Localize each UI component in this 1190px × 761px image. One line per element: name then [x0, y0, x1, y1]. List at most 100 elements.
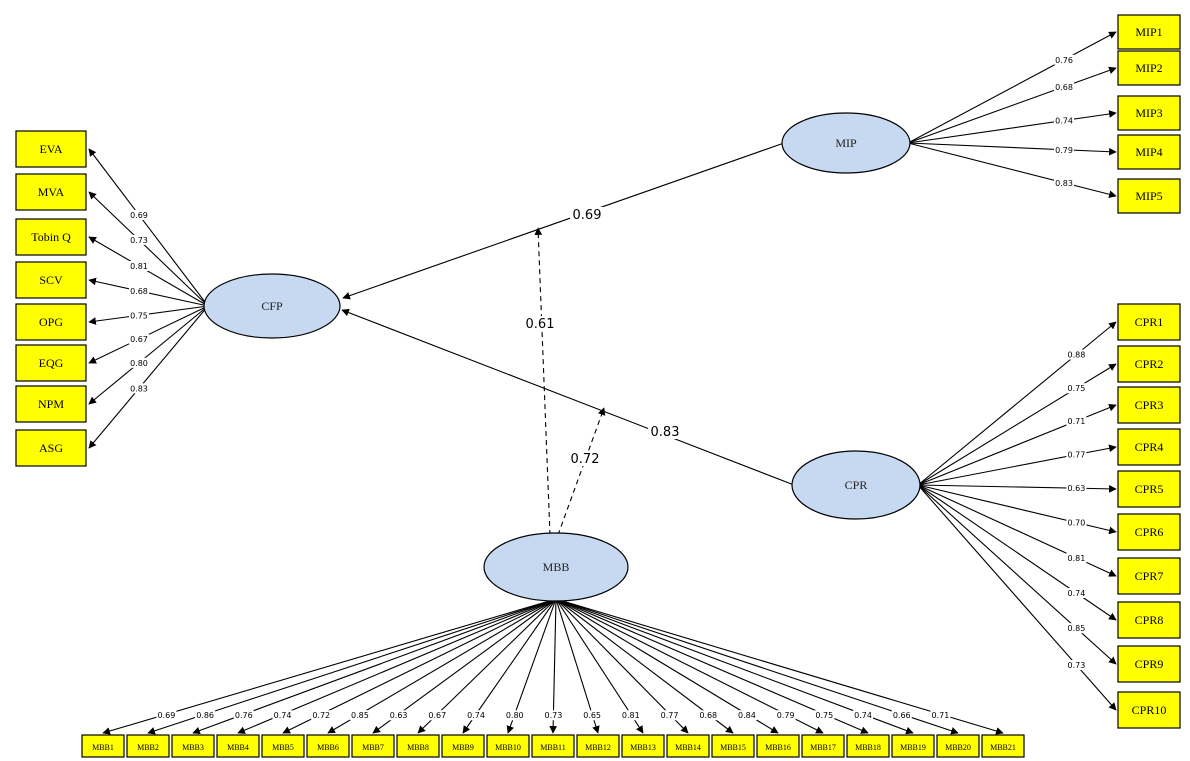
indicator-eqg[interactable]: EQG: [15, 344, 87, 382]
indicator-mbb4[interactable]: MBB4: [216, 734, 260, 758]
indicator-mbb17-label: MBB17: [810, 743, 836, 752]
mbb-loading-11-text: 0.73: [545, 711, 563, 720]
construct-mip[interactable]: MIP: [781, 112, 911, 174]
indicator-mbb17[interactable]: MBB17: [801, 734, 845, 758]
cfp-loading-8-text: 0.83: [130, 384, 148, 393]
indicator-scv[interactable]: SCV: [15, 261, 87, 299]
indicator-mbb16-label: MBB16: [765, 743, 791, 752]
cpr-loading-1: 0.88: [1066, 349, 1087, 360]
indicator-cpr1[interactable]: CPR1: [1117, 303, 1181, 341]
construct-mbb[interactable]: MBB: [483, 532, 629, 602]
indicator-mbb5[interactable]: MBB5: [261, 734, 305, 758]
mbb-loading-5-text: 0.72: [312, 711, 330, 720]
path-label-mbb-cpr-text: 0.72: [571, 452, 600, 467]
indicator-mbb14[interactable]: MBB14: [666, 734, 710, 758]
mip-loading-arrow-2: [907, 66, 1117, 144]
indicator-mbb13[interactable]: MBB13: [621, 734, 665, 758]
indicator-mbb5-label: MBB5: [272, 743, 294, 752]
indicator-mbb10[interactable]: MBB10: [486, 734, 530, 758]
indicator-mbb12[interactable]: MBB12: [576, 734, 620, 758]
indicator-tobin-q[interactable]: Tobin Q: [15, 218, 87, 256]
indicator-mip3[interactable]: MIP3: [1117, 95, 1181, 131]
indicator-cpr2[interactable]: CPR2: [1117, 345, 1181, 383]
mip-loading-4: 0.79: [1054, 144, 1074, 155]
indicator-mbb1[interactable]: MBB1: [81, 734, 125, 758]
mip-loading-1-text: 0.76: [1055, 56, 1073, 65]
construct-cfp[interactable]: CFP: [203, 273, 341, 339]
cpr-loading-arrow-9: [917, 484, 1117, 665]
path-mbb-moderation-cpr: [557, 407, 606, 536]
indicator-cpr7-label: CPR7: [1135, 569, 1164, 583]
indicator-cpr4[interactable]: CPR4: [1117, 428, 1181, 466]
indicator-mip1[interactable]: MIP1: [1117, 14, 1181, 50]
indicator-eva[interactable]: EVA: [15, 130, 87, 168]
indicator-mbb16[interactable]: MBB16: [756, 734, 800, 758]
indicator-tobin-q-label: Tobin Q: [31, 230, 71, 244]
indicator-cpr10[interactable]: CPR10: [1117, 691, 1181, 729]
indicator-scv-label: SCV: [39, 273, 63, 287]
indicator-eqg-label: EQG: [39, 356, 64, 370]
indicator-mip2[interactable]: MIP2: [1117, 50, 1181, 86]
path-label-mbb-cpr: 0.72: [568, 451, 602, 467]
mbb-loading-12: 0.65: [582, 710, 603, 721]
indicator-mbb14-label: MBB14: [675, 743, 701, 752]
indicator-cpr6[interactable]: CPR6: [1117, 513, 1181, 551]
indicator-mbb21-label: MBB21: [990, 743, 1016, 752]
indicator-mbb11-label: MBB11: [540, 743, 566, 752]
cpr-loading-10-text: 0.73: [1067, 661, 1085, 670]
cpr-loading-2-text: 0.75: [1067, 384, 1085, 393]
indicator-cpr4-label: CPR4: [1135, 440, 1164, 454]
mbb-loading-arrow-21: [555, 598, 1004, 735]
indicator-cpr8[interactable]: CPR8: [1117, 601, 1181, 639]
indicator-mbb9[interactable]: MBB9: [441, 734, 485, 758]
indicator-mip4[interactable]: MIP4: [1117, 134, 1181, 170]
mbb-loading-21: 0.71: [930, 710, 951, 721]
indicator-mbb2-label: MBB2: [137, 743, 159, 752]
cpr-loading-3-text: 0.71: [1067, 417, 1085, 426]
indicator-cpr3[interactable]: CPR3: [1117, 386, 1181, 424]
indicator-mbb20[interactable]: MBB20: [936, 734, 980, 758]
indicator-mva[interactable]: MVA: [15, 173, 87, 211]
mbb-loading-3: 0.76: [233, 710, 254, 721]
indicator-mbb6-label: MBB6: [317, 743, 339, 752]
indicator-mip5[interactable]: MIP5: [1117, 178, 1181, 214]
mip-loading-arrow-5: [907, 142, 1117, 199]
indicator-mbb11[interactable]: MBB11: [531, 734, 575, 758]
indicator-cpr9[interactable]: CPR9: [1117, 645, 1181, 683]
indicator-mbb8[interactable]: MBB8: [396, 734, 440, 758]
mbb-loading-5: 0.72: [311, 710, 332, 721]
indicator-asg[interactable]: ASG: [15, 429, 87, 467]
mbb-loading-arrow-2: [147, 598, 557, 735]
indicator-cpr7[interactable]: CPR7: [1117, 557, 1181, 595]
cfp-loading-6: 0.67: [128, 334, 149, 345]
indicator-mbb21[interactable]: MBB21: [981, 734, 1025, 758]
mbb-loading-19-text: 0.74: [854, 711, 872, 720]
indicator-mbb15[interactable]: MBB15: [711, 734, 755, 758]
mbb-loading-7-text: 0.63: [390, 711, 408, 720]
mbb-loading-15: 0.68: [698, 710, 719, 721]
indicator-mbb18[interactable]: MBB18: [846, 734, 890, 758]
indicator-mbb6[interactable]: MBB6: [306, 734, 350, 758]
mbb-loading-9: 0.74: [466, 710, 487, 721]
mip-loading-3: 0.74: [1054, 115, 1074, 126]
path-mip-to-cfp: [342, 142, 785, 300]
mbb-loading-8: 0.67: [427, 710, 448, 721]
indicator-mbb3-label: MBB3: [182, 743, 204, 752]
cpr-loading-7: 0.81: [1066, 552, 1087, 563]
mbb-loading-19: 0.74: [853, 710, 874, 721]
indicator-opg[interactable]: OPG: [15, 303, 87, 341]
indicator-mbb2[interactable]: MBB2: [126, 734, 170, 758]
indicator-mbb19[interactable]: MBB19: [891, 734, 935, 758]
indicator-mbb7[interactable]: MBB7: [351, 734, 395, 758]
indicator-npm[interactable]: NPM: [15, 385, 87, 423]
cfp-loading-5: 0.75: [128, 310, 149, 321]
indicator-cpr8-label: CPR8: [1135, 613, 1164, 627]
mbb-loading-16-text: 0.84: [738, 711, 756, 720]
indicator-mbb18-label: MBB18: [855, 743, 881, 752]
indicator-mva-label: MVA: [38, 185, 65, 199]
indicator-mbb7-label: MBB7: [362, 743, 384, 752]
mbb-loading-20: 0.66: [891, 710, 912, 721]
indicator-cpr5[interactable]: CPR5: [1117, 470, 1181, 508]
indicator-mbb3[interactable]: MBB3: [171, 734, 215, 758]
construct-cpr[interactable]: CPR: [791, 450, 921, 520]
